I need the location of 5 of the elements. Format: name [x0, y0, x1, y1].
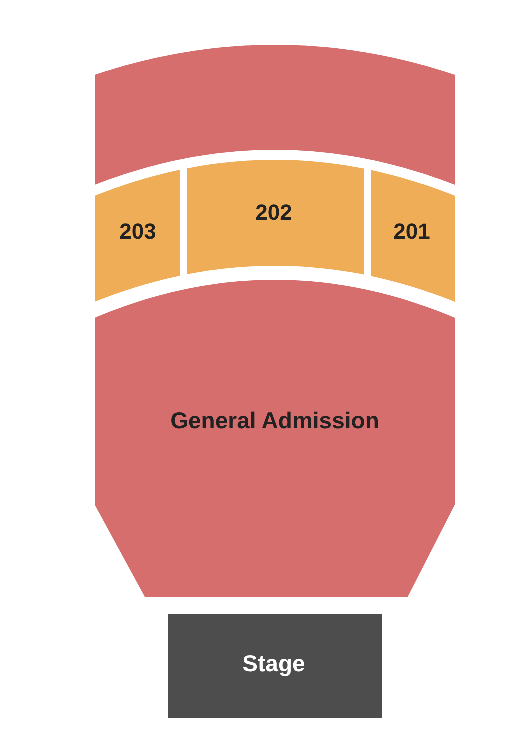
- section-label: Stage: [242, 650, 306, 678]
- section-label: 201: [394, 219, 430, 245]
- section-label: General Admission: [170, 408, 380, 434]
- section-label: 202: [256, 200, 292, 226]
- section-label: 203: [120, 219, 156, 245]
